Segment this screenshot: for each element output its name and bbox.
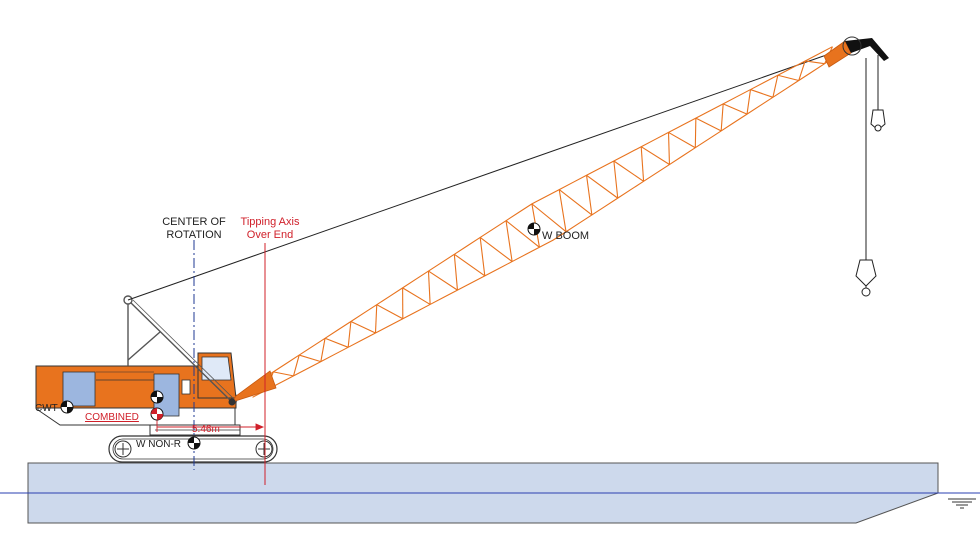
hook-icon <box>870 109 886 132</box>
tipping-axis-label-2: Over End <box>247 229 293 241</box>
center-of-rotation-label-1: CENTER OF <box>162 216 226 228</box>
gantry-frame <box>123 295 238 403</box>
counterweight-panel <box>62 371 96 407</box>
cog-non-rotating-icon <box>187 436 201 450</box>
dimension-label: 5.46m <box>192 424 220 435</box>
w-non-r-label: W NON-R <box>136 439 181 450</box>
hook-icon <box>855 259 877 297</box>
cog-combined-icon <box>150 407 164 421</box>
cwt-label: CWT <box>35 403 58 414</box>
boom-head <box>842 36 889 61</box>
boom-foot-section <box>231 370 277 403</box>
lattice-boom <box>228 40 852 406</box>
center-of-rotation-label-2: ROTATION <box>166 229 221 241</box>
water-level-icon <box>948 498 976 509</box>
cog-superstructure-icon <box>150 390 164 404</box>
hoist-lines <box>865 55 879 260</box>
boom-pendant-line <box>127 45 853 301</box>
w-boom-label: W BOOM <box>542 230 589 242</box>
tipping-axis-label-1: Tipping Axis <box>241 216 300 228</box>
combined-label: COMBINED <box>85 412 139 423</box>
cog-cwt-icon <box>60 400 74 414</box>
cog-boom-icon <box>527 222 541 236</box>
crane-superstructure <box>35 352 241 436</box>
